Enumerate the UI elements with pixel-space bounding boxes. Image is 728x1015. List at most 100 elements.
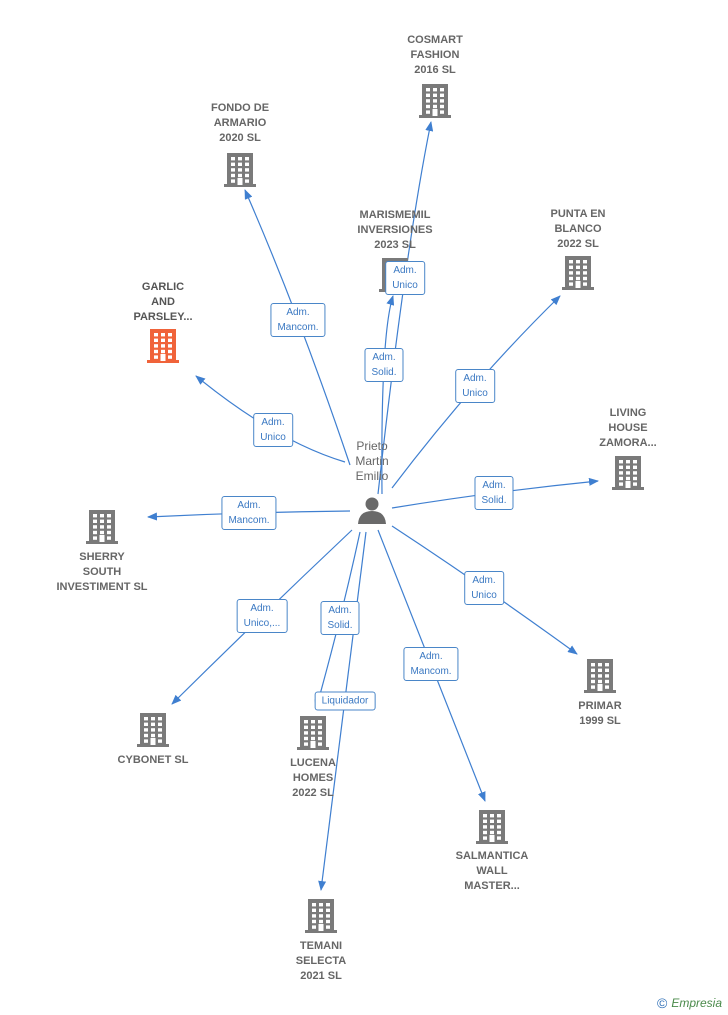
edge-role-label-living[interactable]: Adm. Solid. — [474, 476, 514, 510]
company-label-fondo[interactable]: FONDO DE ARMARIO 2020 SL — [211, 101, 269, 146]
center-label-line: Emilio — [355, 469, 389, 483]
edge-role-label-garlic[interactable]: Adm. Unico — [253, 413, 293, 447]
icons-layer — [86, 84, 644, 933]
edge-role-label-fondo[interactable]: Adm. Mancom. — [270, 303, 326, 337]
company-label-line: TEMANI — [299, 940, 343, 952]
edge-role-line: Adm. — [250, 603, 274, 614]
company-label-line: ARMARIO — [213, 117, 267, 129]
company-label-line: HOMES — [292, 772, 334, 784]
edge-role-line: Liquidador — [321, 695, 369, 707]
edge-role-label-primar[interactable]: Adm. Unico — [464, 571, 504, 605]
company-label-primar[interactable]: PRIMAR 1999 SL — [578, 699, 621, 729]
edge-role-label-temani[interactable]: Liquidador — [314, 691, 376, 711]
company-label-line: WALL — [476, 865, 508, 877]
company-label-line: HOUSE — [608, 422, 648, 434]
company-label-line: AND — [151, 296, 175, 308]
edge-role-line: Mancom. — [228, 515, 270, 526]
company-label-cybonet[interactable]: CYBONET SL — [118, 753, 189, 768]
building-icon[interactable] — [305, 899, 337, 933]
center-label-line: Martin — [355, 454, 389, 468]
edge-role-line: Adm. — [472, 575, 496, 586]
building-icon[interactable] — [584, 659, 616, 693]
company-label-salmantica[interactable]: SALMANTICA WALL MASTER... — [456, 849, 529, 894]
company-label-line: 2022 SL — [292, 787, 334, 799]
edge-role-line: Adm. — [372, 352, 396, 363]
edge-role-line: Solid. — [371, 367, 397, 378]
edge-role-label-marismemil[interactable]: Adm. Solid. — [364, 348, 404, 382]
edge-role-line: Unico — [462, 388, 488, 399]
copyright-icon: © — [656, 995, 668, 1011]
company-label-line: MASTER... — [464, 880, 520, 892]
company-label-line: 2021 SL — [300, 970, 342, 982]
edge-role-label-cosmart[interactable]: Adm. Unico — [385, 261, 425, 295]
person-icon[interactable] — [358, 497, 386, 525]
edge-role-line: Adm. — [237, 500, 261, 511]
company-label-temani[interactable]: TEMANI SELECTA 2021 SL — [296, 939, 347, 984]
building-icon[interactable] — [137, 713, 169, 747]
edge-role-label-lucena[interactable]: Adm. Solid. — [320, 601, 360, 635]
edge-role-line: Unico — [392, 280, 418, 291]
building-icon[interactable] — [419, 84, 451, 118]
edge-role-line: Unico,... — [243, 618, 281, 629]
company-label-line: 1999 SL — [579, 715, 621, 727]
company-label-line: BLANCO — [554, 223, 602, 235]
company-label-line: LIVING — [609, 407, 647, 419]
building-icon[interactable] — [147, 329, 179, 363]
company-label-line: LUCENA — [290, 757, 336, 769]
company-label-line: PRIMAR — [578, 700, 622, 712]
building-icon[interactable] — [297, 716, 329, 750]
brand-name: Empresia — [671, 996, 722, 1010]
company-label-line: INVERSIONES — [357, 224, 433, 236]
company-label-line: MARISMEMIL — [359, 209, 431, 221]
building-icon[interactable] — [612, 456, 644, 490]
company-label-line: ZAMORA... — [599, 437, 657, 449]
company-label-line: SOUTH — [82, 566, 122, 578]
edge-role-line: Solid. — [481, 495, 507, 506]
edge-role-label-sherry[interactable]: Adm. Mancom. — [221, 496, 277, 530]
building-icon[interactable] — [224, 153, 256, 187]
edge-role-label-punta[interactable]: Adm. Unico — [455, 369, 495, 403]
building-icon[interactable] — [562, 256, 594, 290]
edge-role-line: Adm. — [482, 480, 506, 491]
edge-role-line: Adm. — [393, 265, 417, 276]
company-label-line: INVESTIMENT SL — [56, 581, 148, 593]
edge-role-line: Adm. — [463, 373, 487, 384]
building-icon[interactable] — [86, 510, 118, 544]
company-label-marismemil[interactable]: MARISMEMIL INVERSIONES 2023 SL — [357, 208, 432, 253]
company-label-line: COSMART — [407, 34, 463, 46]
company-label-living[interactable]: LIVING HOUSE ZAMORA... — [599, 406, 656, 451]
company-label-line: SHERRY — [79, 551, 125, 563]
company-label-line: PUNTA EN — [550, 208, 606, 220]
company-label-line: FASHION — [410, 49, 460, 61]
building-icon[interactable] — [476, 810, 508, 844]
edge-role-line: Mancom. — [410, 666, 452, 677]
edge-line-temani — [318, 531, 367, 891]
edge-role-line: Adm. — [261, 417, 285, 428]
edge-role-label-salmantica[interactable]: Adm. Mancom. — [403, 647, 459, 681]
company-label-line: CYBONET SL — [117, 754, 189, 766]
company-label-line: 2023 SL — [374, 239, 416, 251]
company-label-lucena[interactable]: LUCENA HOMES 2022 SL — [290, 756, 336, 801]
company-label-line: SELECTA — [295, 955, 347, 967]
edge-role-line: Mancom. — [277, 322, 319, 333]
company-label-line: PARSLEY... — [133, 311, 193, 323]
company-label-line: 2020 SL — [219, 132, 261, 144]
edge-role-line: Adm. — [328, 605, 352, 616]
edge-role-line: Solid. — [327, 620, 353, 631]
company-label-line: 2016 SL — [414, 64, 456, 76]
company-label-line: FONDO DE — [210, 102, 270, 114]
edge-role-label-cybonet[interactable]: Adm. Unico,... — [236, 599, 288, 633]
company-label-sherry[interactable]: SHERRY SOUTH INVESTIMENT SL — [56, 550, 147, 595]
edge-role-line: Unico — [260, 432, 286, 443]
edge-role-line: Unico — [471, 590, 497, 601]
company-label-line: SALMANTICA — [455, 850, 529, 862]
company-label-line: 2022 SL — [557, 238, 599, 250]
edge-role-line: Adm. — [419, 651, 443, 662]
center-label-line: Prieto — [356, 439, 388, 453]
company-label-punta[interactable]: PUNTA EN BLANCO 2022 SL — [551, 207, 606, 252]
company-label-cosmart[interactable]: COSMART FASHION 2016 SL — [407, 33, 463, 78]
edge-role-line: Adm. — [286, 307, 310, 318]
